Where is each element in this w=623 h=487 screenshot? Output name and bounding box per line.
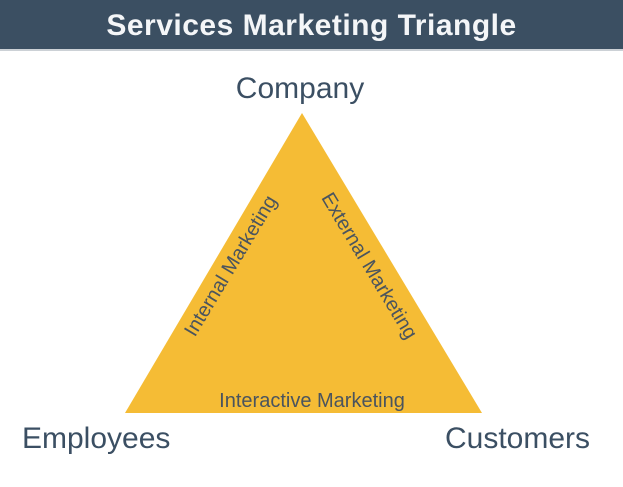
page-title: Services Marketing Triangle xyxy=(106,8,517,42)
vertex-label-customers: Customers xyxy=(445,422,591,455)
title-bar: Services Marketing Triangle xyxy=(0,0,623,51)
vertex-label-company: Company xyxy=(235,72,365,105)
triangle xyxy=(125,113,482,413)
edge-label-interactive-marketing: Interactive Marketing xyxy=(219,390,405,412)
vertex-label-employees: Employees xyxy=(22,422,171,455)
